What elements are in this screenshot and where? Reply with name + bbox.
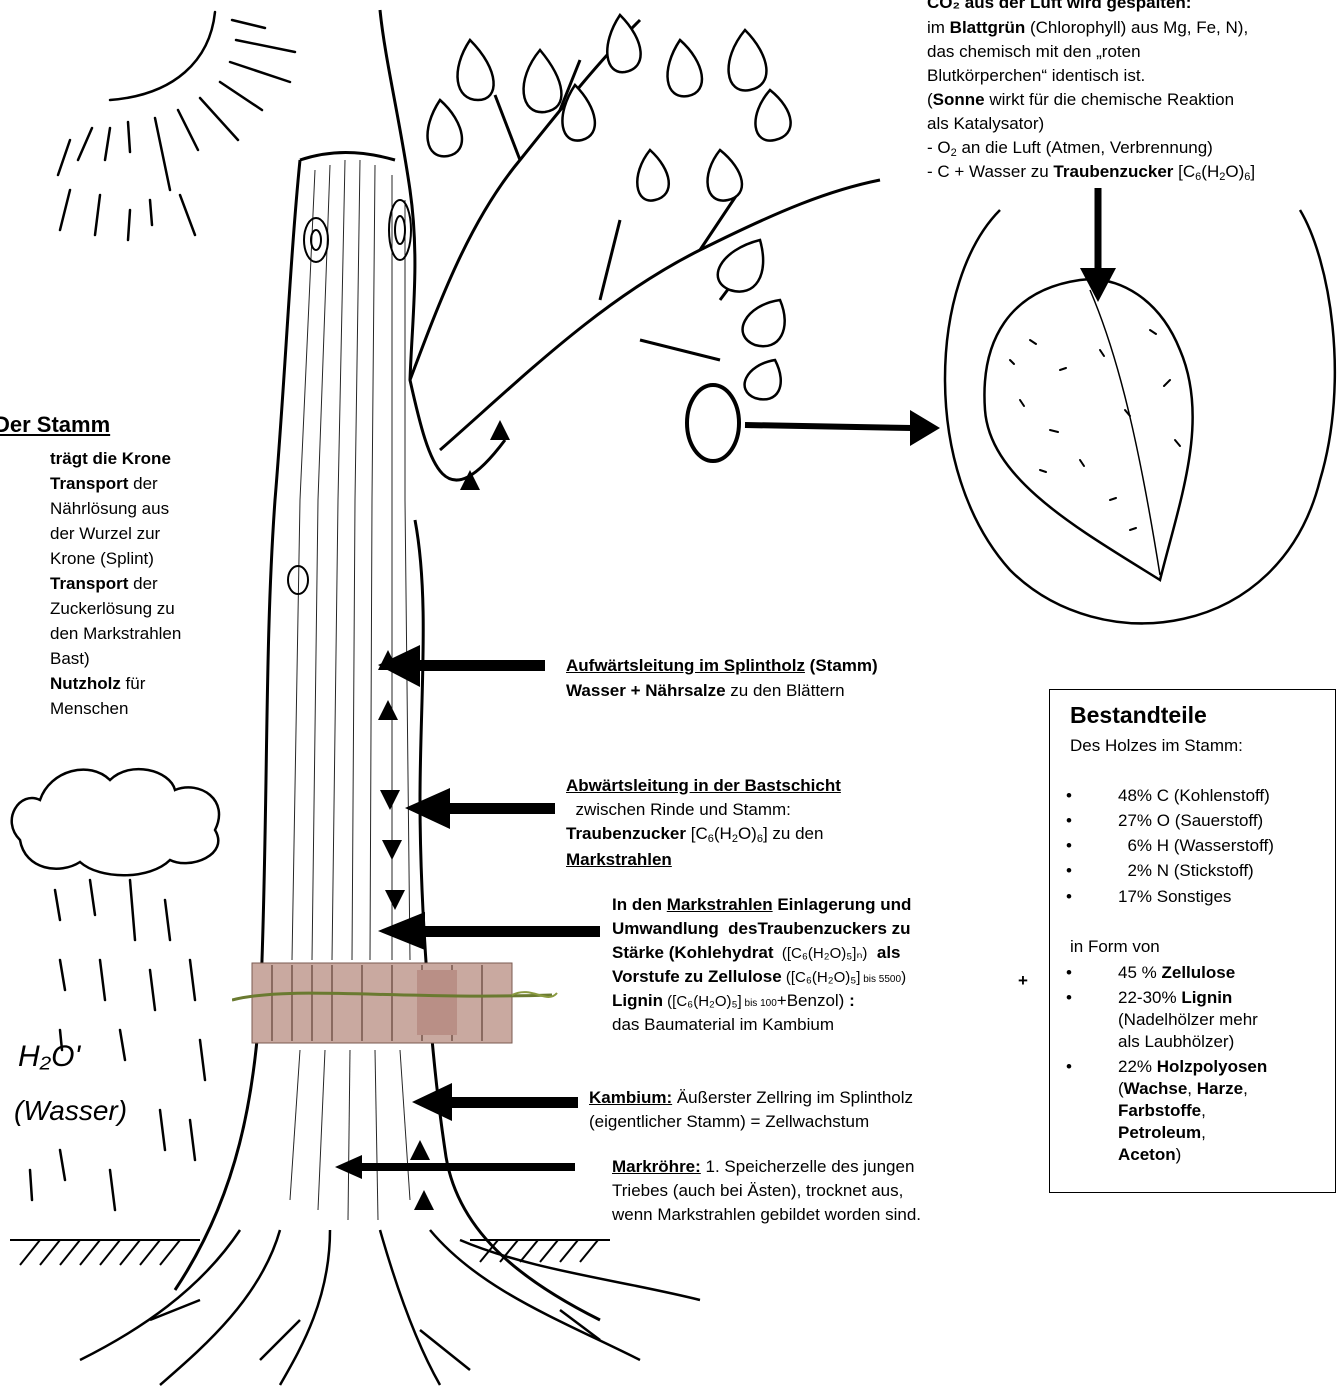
stamm-line-1: trägt die Krone (50, 446, 181, 471)
knot-icons (288, 200, 411, 594)
mark-line-6: das Baumaterial im Kambium (612, 1014, 834, 1035)
stamm-description: trägt die Krone Transport der Nährlösung… (50, 446, 181, 721)
mark-line-1: In den Markstrahlen Einlagerung und (612, 894, 911, 915)
abwaerts-title: Abwärtsleitung in der Bastschicht (566, 775, 841, 796)
abwaerts-line-2: zwischen Rinde und Stamm: (566, 799, 791, 820)
magnified-leaf (945, 210, 1335, 623)
stamm-line-2: Transport der (50, 471, 181, 496)
aufwaerts-title: Aufwärtsleitung im Splintholz (Stamm) (566, 655, 878, 676)
mark-line-3: Stärke (Kohlehydrat ([C₆(H₂O)₅]ₙ) als (612, 942, 901, 964)
header-line-1: im Blattgrün (Chlorophyll) aus Mg, Fe, N… (927, 17, 1248, 38)
header-line-5: als Katalysator) (927, 113, 1044, 134)
water-label-2: (Wasser) (14, 1095, 127, 1127)
header-line-2: das chemisch mit den „roten (927, 41, 1141, 62)
markroehre-line-3: wenn Markstrahlen gebildet worden sind. (612, 1204, 921, 1225)
stamm-line-4: der Wurzel zur (50, 521, 181, 546)
markroehre-line-2: Triebes (auch bei Ästen), trocknet aus, (612, 1180, 903, 1201)
ground-hatch (10, 1240, 610, 1265)
aufwaerts-text: Wasser + Nährsalze zu den Blättern (566, 680, 845, 701)
stamm-line-10: Nutzholz für (50, 671, 181, 696)
kambium-line-2: (eigentlicher Stamm) = Zellwachstum (589, 1111, 869, 1132)
abwaerts-line-3: Traubenzucker [C6(H2O)6] zu den (566, 823, 823, 850)
cloud-icon (12, 769, 219, 875)
tree-roots (80, 1230, 700, 1385)
mark-line-2: Umwandlung desTraubenzuckers zu (612, 918, 911, 939)
header-line-0: CO₂ aus der Luft wird gespalten: (927, 0, 1191, 13)
wood-cross-section-image (232, 955, 562, 1050)
mark-line-4: Vorstufe zu Zellulose ([C₆(H₂O)₅] bis 55… (612, 966, 906, 990)
mark-line-5: Lignin ([C₆(H₂O)₅] bis 100+Benzol) : (612, 990, 855, 1014)
stamm-line-6: Transport der (50, 571, 181, 596)
stamm-line-11: Menschen (50, 696, 181, 721)
stamm-line-7: Zuckerlösung zu (50, 596, 181, 621)
magnify-arrow (745, 410, 940, 446)
co2-arrow-down (1080, 188, 1116, 302)
box-title: Bestandteile (1070, 702, 1207, 729)
bestandteile-box: Bestandteile Des Holzes im Stamm: •48% C… (1049, 689, 1336, 1193)
stamm-title: Der Stamm (0, 412, 110, 438)
abwaerts-line-4: Markstrahlen (566, 849, 672, 870)
water-label: H₂O' (18, 1040, 80, 1074)
header-line-6: - O2 an die Luft (Atmen, Verbrennung) (927, 137, 1213, 164)
leaf-highlight-circle (687, 385, 739, 461)
kambium-line-1: Kambium: Äußerster Zellring im Splinthol… (589, 1087, 913, 1108)
header-line-3: Blutkörperchen“ identisch ist. (927, 65, 1145, 86)
header-line-4: (Sonne wirkt für die chemische Reaktion (927, 89, 1234, 110)
header-line-7: - C + Wasser zu Traubenzucker [C6(H2O)6] (927, 161, 1255, 188)
stamm-line-8: den Markstrahlen (50, 621, 181, 646)
wood-grain (290, 160, 410, 1220)
in-form-von: in Form von (1070, 937, 1160, 957)
label-arrows (335, 645, 600, 1179)
stamm-line-5: Krone (Splint) (50, 546, 181, 571)
stamm-line-9: Bast) (50, 646, 181, 671)
markroehre-line-1: Markröhre: 1. Speicherzelle des jungen (612, 1156, 914, 1177)
stamm-line-3: Nährlösung aus (50, 496, 181, 521)
leaf-icons (428, 15, 791, 399)
box-subtitle: Des Holzes im Stamm: (1070, 736, 1243, 756)
leaf-veins-dots (1010, 330, 1180, 530)
mark-line-4-plus: + (1018, 970, 1028, 991)
sun-icon (58, 12, 295, 240)
